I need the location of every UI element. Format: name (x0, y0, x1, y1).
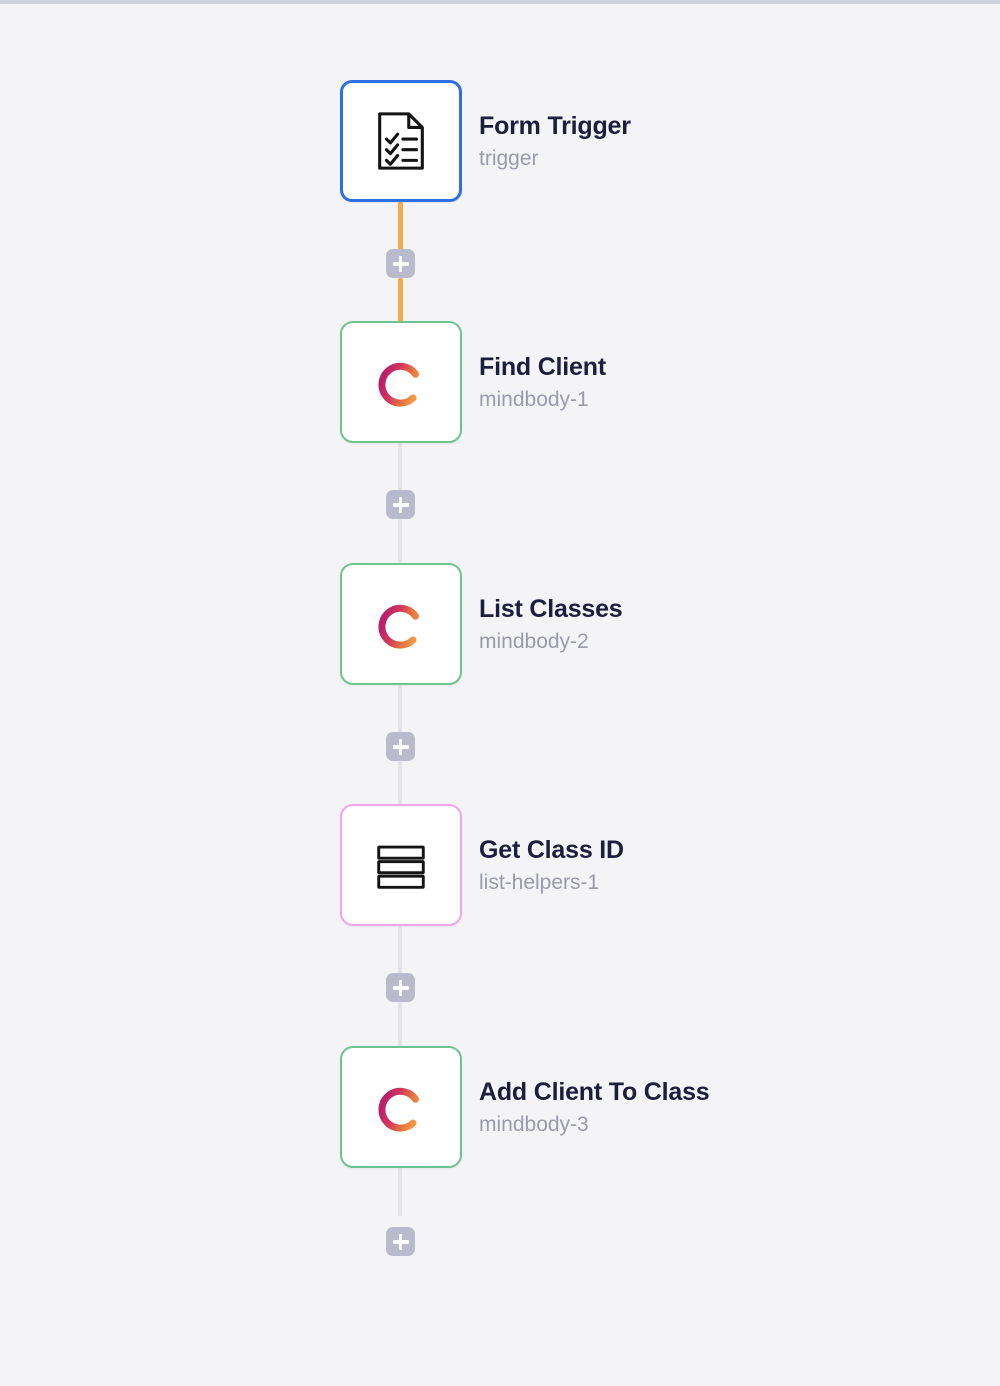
connector-4-lower (398, 1002, 402, 1047)
node-label-form-trigger: Form Trigger trigger (479, 111, 631, 173)
mindbody-ring-icon (370, 593, 432, 655)
node-icon-box-add-client-to-class[interactable] (340, 1046, 462, 1168)
mindbody-ring-icon (370, 1076, 432, 1138)
top-edge-bar (0, 0, 1000, 4)
node-label-get-class-id: Get Class ID list-helpers-1 (479, 835, 624, 897)
node-subtitle: mindbody-3 (479, 1112, 589, 1136)
node-label-find-client: Find Client mindbody-1 (479, 352, 606, 414)
mindbody-ring-icon (370, 351, 432, 413)
connector-5-upper (398, 1168, 402, 1216)
form-document-checklist-icon (370, 110, 432, 172)
node-label-add-client-to-class: Add Client To Class mindbody-3 (479, 1077, 710, 1139)
workflow-node-form-trigger[interactable]: Form Trigger trigger (0, 80, 1000, 204)
connector-1-lower (398, 278, 403, 322)
node-title: List Classes (479, 595, 623, 624)
add-node-button-1[interactable] (386, 249, 415, 278)
connector-2-upper (398, 443, 402, 491)
node-title: Add Client To Class (479, 1078, 710, 1107)
node-subtitle: list-helpers-1 (479, 870, 600, 894)
connector-3-lower (398, 761, 402, 806)
list-rows-icon (370, 834, 432, 896)
connector-4-upper (398, 926, 402, 974)
node-subtitle: mindbody-2 (479, 629, 589, 653)
connector-3-upper (398, 685, 402, 733)
add-node-button-4[interactable] (386, 973, 415, 1002)
connector-2-lower (398, 519, 402, 564)
add-node-button-3[interactable] (386, 732, 415, 761)
workflow-node-get-class-id[interactable]: Get Class ID list-helpers-1 (0, 804, 1000, 928)
node-icon-box-get-class-id[interactable] (340, 804, 462, 926)
node-title: Get Class ID (479, 836, 624, 865)
node-title: Form Trigger (479, 112, 631, 141)
node-subtitle: trigger (479, 146, 539, 170)
workflow-node-add-client-to-class[interactable]: Add Client To Class mindbody-3 (0, 1046, 1000, 1170)
workflow-node-list-classes[interactable]: List Classes mindbody-2 (0, 563, 1000, 687)
add-node-button-2[interactable] (386, 490, 415, 519)
node-icon-box-find-client[interactable] (340, 321, 462, 443)
connector-1-upper (398, 202, 403, 250)
node-icon-box-form-trigger[interactable] (340, 80, 462, 202)
node-title: Find Client (479, 353, 606, 382)
node-icon-box-list-classes[interactable] (340, 563, 462, 685)
add-node-button-5[interactable] (386, 1227, 415, 1256)
workflow-node-find-client[interactable]: Find Client mindbody-1 (0, 321, 1000, 445)
node-subtitle: mindbody-1 (479, 387, 589, 411)
node-label-list-classes: List Classes mindbody-2 (479, 594, 623, 656)
